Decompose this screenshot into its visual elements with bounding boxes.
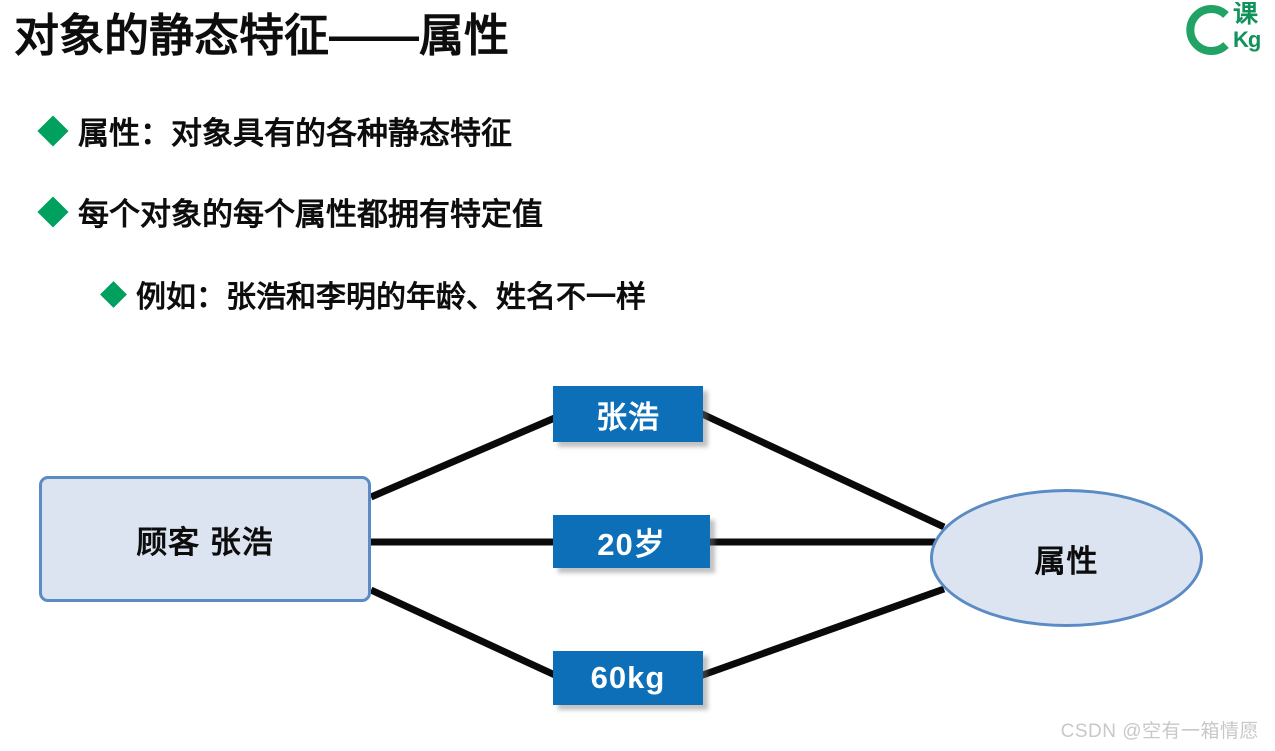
object-node-customer[interactable]: 顾客 张浩 <box>39 476 371 602</box>
logo-wordmark-en: Kg <box>1233 27 1261 52</box>
csdn-watermark: CSDN @空有一箱情愿 <box>1060 721 1259 742</box>
bullet-item-1-label: 属性：对象具有的各种静态特征 <box>78 116 512 151</box>
attribute-node-ellipse[interactable]: 属性 <box>930 489 1203 627</box>
bullet-item-2-label: 每个对象的每个属性都拥有特定值 <box>78 197 543 232</box>
attribute-node-label: 属性 <box>1034 543 1099 579</box>
connector-name-to-attribute <box>698 409 946 531</box>
brand-logo: 课 Kg <box>1157 0 1275 62</box>
bullet-item-2: 每个对象的每个属性都拥有特定值 <box>37 189 543 234</box>
connector-object-to-name <box>369 413 559 501</box>
logo-wordmark-cn: 课 <box>1233 2 1258 28</box>
attribute-value-weight-label: 60kg <box>590 660 666 695</box>
c-ring-icon <box>1186 5 1229 55</box>
bullet-item-3: 例如：张浩和李明的年龄、姓名不一样 <box>100 272 646 316</box>
attribute-value-name-label: 张浩 <box>596 399 660 435</box>
attribute-value-weight-box[interactable]: 60kg <box>553 651 703 705</box>
page-title: 对象的静态特征——属性 <box>14 10 510 61</box>
bullet-item-1: 属性：对象具有的各种静态特征 <box>37 108 512 153</box>
attribute-value-name-box[interactable]: 张浩 <box>553 386 703 442</box>
attribute-value-age-label: 20岁 <box>597 527 666 562</box>
connector-object-to-weight <box>369 586 559 680</box>
attribute-value-age-box[interactable]: 20岁 <box>553 515 710 568</box>
connector-weight-to-attribute <box>698 585 946 680</box>
object-node-label: 顾客 张浩 <box>136 524 274 560</box>
logo-wordmark: 课 Kg <box>1233 2 1275 58</box>
bullet-item-3-label: 例如：张浩和李明的年龄、姓名不一样 <box>136 281 646 314</box>
